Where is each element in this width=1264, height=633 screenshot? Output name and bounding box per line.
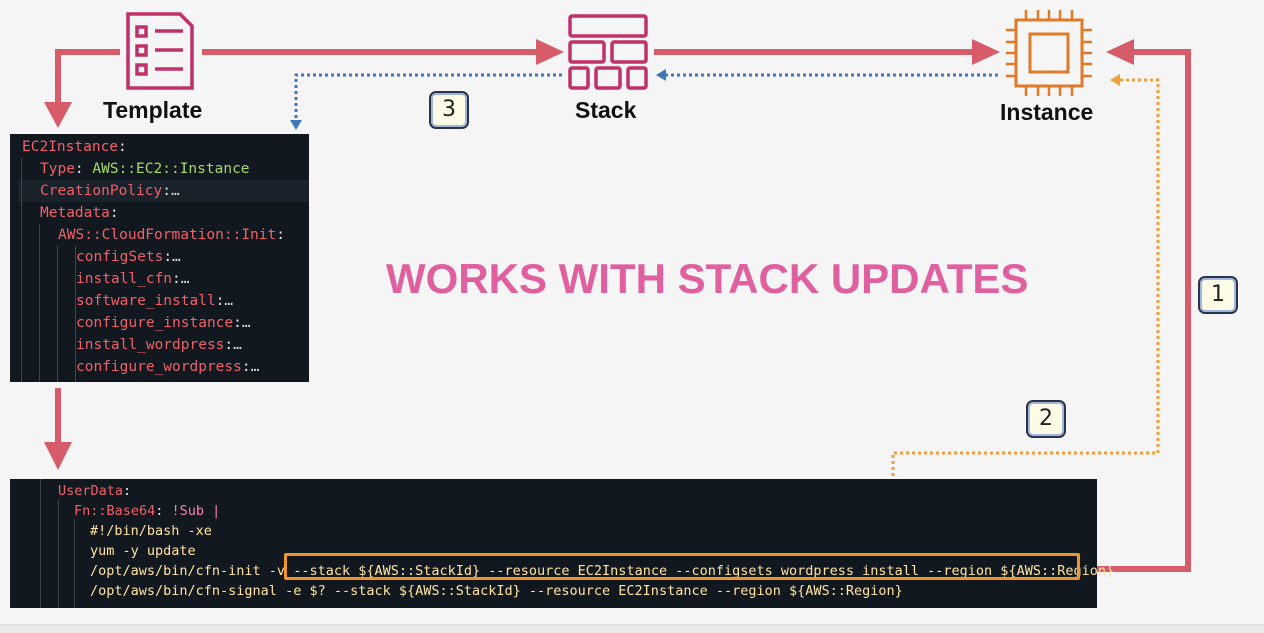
code-line: UserData: [58, 483, 132, 499]
bottom-strip [0, 624, 1264, 633]
step-badge-3: 3 [429, 91, 469, 129]
code-line: Type: AWS::EC2::Instance [40, 161, 250, 177]
stack-to-instance-arrow [654, 39, 1000, 65]
template-label: Template [103, 97, 203, 123]
code-line: /opt/aws/bin/cfn-signal -e $? --stack ${… [90, 583, 903, 599]
stack-label: Stack [575, 97, 637, 123]
code-line: software_install:… [76, 293, 234, 309]
userdata-to-instance-arrow [1086, 39, 1191, 572]
instance-label: Instance [1000, 99, 1094, 125]
code-line: configure_wordpress:… [76, 359, 260, 375]
heading: WORKS WITH STACK UPDATES [386, 255, 1029, 302]
code-line: configure_instance:… [76, 315, 251, 331]
code-line: configSets:… [76, 249, 181, 265]
template-to-code-arrow [44, 49, 120, 128]
cfn-init-args-box [284, 553, 1080, 580]
code-line: Fn::Base64: !Sub | [74, 503, 221, 519]
code-line: CreationPolicy:… [40, 183, 180, 199]
brick-wall-icon [568, 14, 648, 90]
code-line: install_cfn:… [76, 271, 190, 287]
chip-icon [1006, 10, 1092, 96]
template-to-stack-arrow [202, 39, 564, 65]
code-to-userdata-arrow [44, 388, 72, 470]
metadata-fetch-arrow [891, 74, 1160, 548]
step-badge-2: 2 [1026, 400, 1066, 438]
code-line: /opt/aws/bin/cfn-init -v --stack ${AWS::… [90, 563, 1115, 579]
code-line: install_wordpress:… [76, 337, 242, 353]
code-line: Metadata: [40, 205, 119, 221]
template-code-block: EC2Instance: Type: AWS::EC2::Instance Cr… [10, 134, 309, 382]
code-line: #!/bin/bash -xe [90, 523, 212, 539]
checklist-icon [126, 12, 194, 90]
userdata-code-block: UserData: Fn::Base64: !Sub | #!/bin/bash… [10, 479, 1114, 608]
code-line: AWS::CloudFormation::Init: [58, 227, 285, 243]
step-badge-1: 1 [1198, 276, 1238, 314]
cfn-init-args-highlight: --stack ${AWS::StackId} --resource EC2In… [293, 563, 1115, 579]
signal-arrow [290, 69, 998, 130]
code-line: EC2Instance: [22, 139, 127, 155]
code-line: yum -y update [90, 543, 196, 559]
